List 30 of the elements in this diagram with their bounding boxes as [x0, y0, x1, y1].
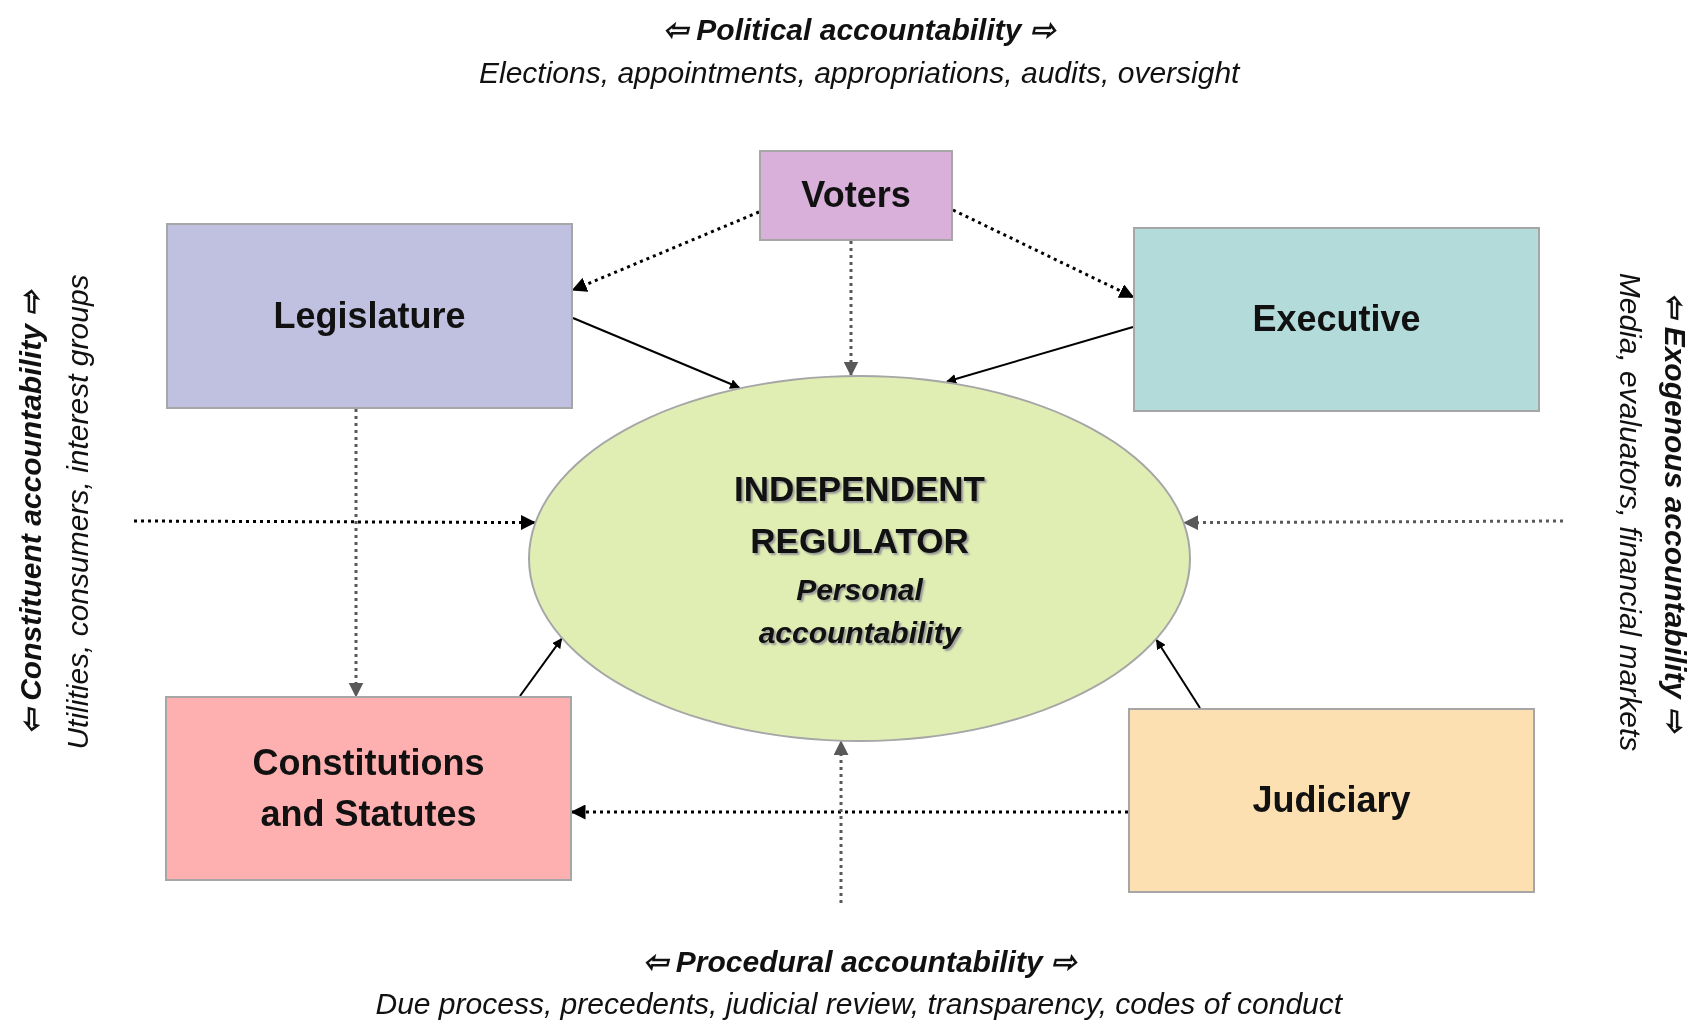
arrow	[833, 740, 849, 903]
arrow	[952, 208, 1135, 299]
node-title: Judiciary	[1252, 778, 1411, 823]
accountability-heading: ⇦ Exogenous accountability ⇨	[1657, 292, 1693, 732]
arrow	[1155, 638, 1201, 709]
node-title: Executive	[1252, 297, 1421, 342]
accountability-heading: ⇦ Procedural accountability ⇨	[642, 943, 1076, 979]
process-box	[1133, 227, 1540, 412]
accountability-examples: Elections, appointments, appropriations, audits, oversight	[479, 56, 1240, 90]
process-box	[166, 223, 573, 409]
process-box	[1128, 708, 1535, 893]
node-title: INDEPENDENT REGULATOR	[733, 467, 986, 562]
arrow	[572, 317, 741, 389]
accountability-examples: Media, evaluators, financial markets	[1612, 272, 1647, 752]
accountability-examples: Due process, precedents, judicial review, transparency, codes of conduct	[375, 987, 1343, 1021]
arrow	[519, 637, 563, 697]
arrow	[348, 409, 364, 698]
arrow	[1183, 515, 1563, 531]
node-title: Constitutions and Statutes	[251, 741, 486, 836]
node-title: Legislature	[273, 293, 466, 338]
accountability-heading: ⇦ Political accountability ⇨	[663, 11, 1055, 47]
accountability-heading: ⇦ Constituent accountability ⇨	[12, 290, 48, 734]
arrow	[843, 241, 859, 377]
node-title: Voters	[801, 173, 911, 218]
process-box	[165, 696, 572, 881]
process-box	[759, 150, 953, 241]
node-subtitle: Personal accountability	[757, 571, 963, 651]
arrow	[946, 326, 1134, 384]
accountability-examples: Utilities, consumers, interest groups	[60, 274, 95, 750]
arrow	[134, 515, 536, 531]
